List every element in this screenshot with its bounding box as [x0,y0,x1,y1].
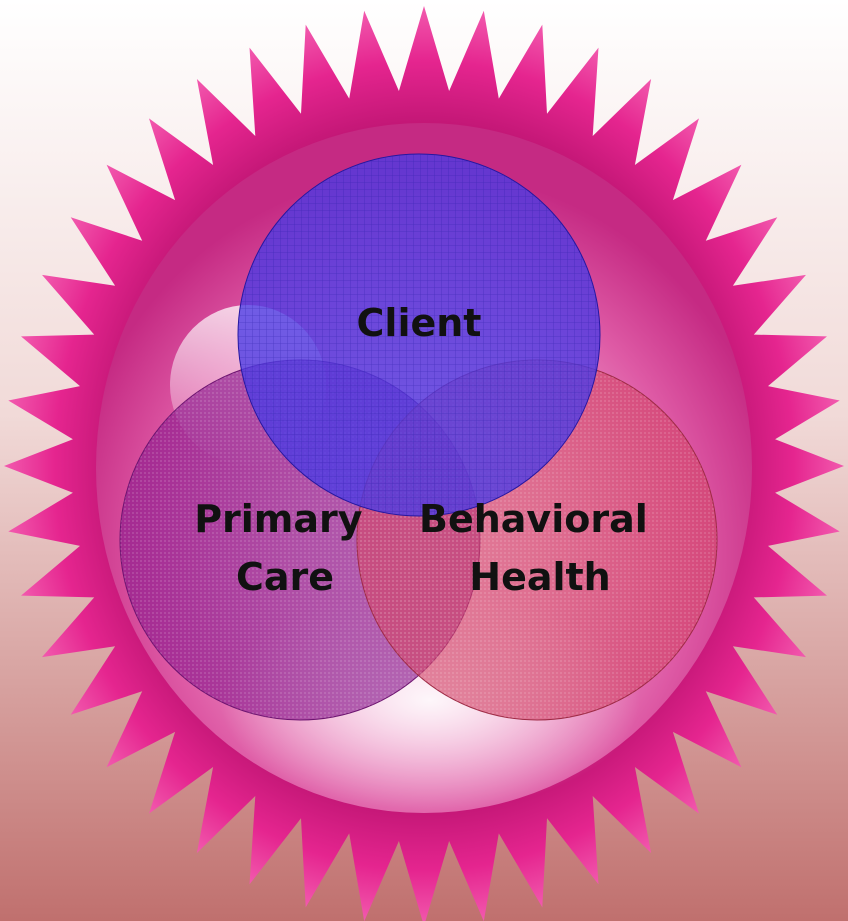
circle-client [237,153,601,517]
label-client: Client [357,301,482,345]
label-primary-care: Primary Care [194,497,376,599]
label-behavioral-health: Behavioral Health [419,497,661,599]
